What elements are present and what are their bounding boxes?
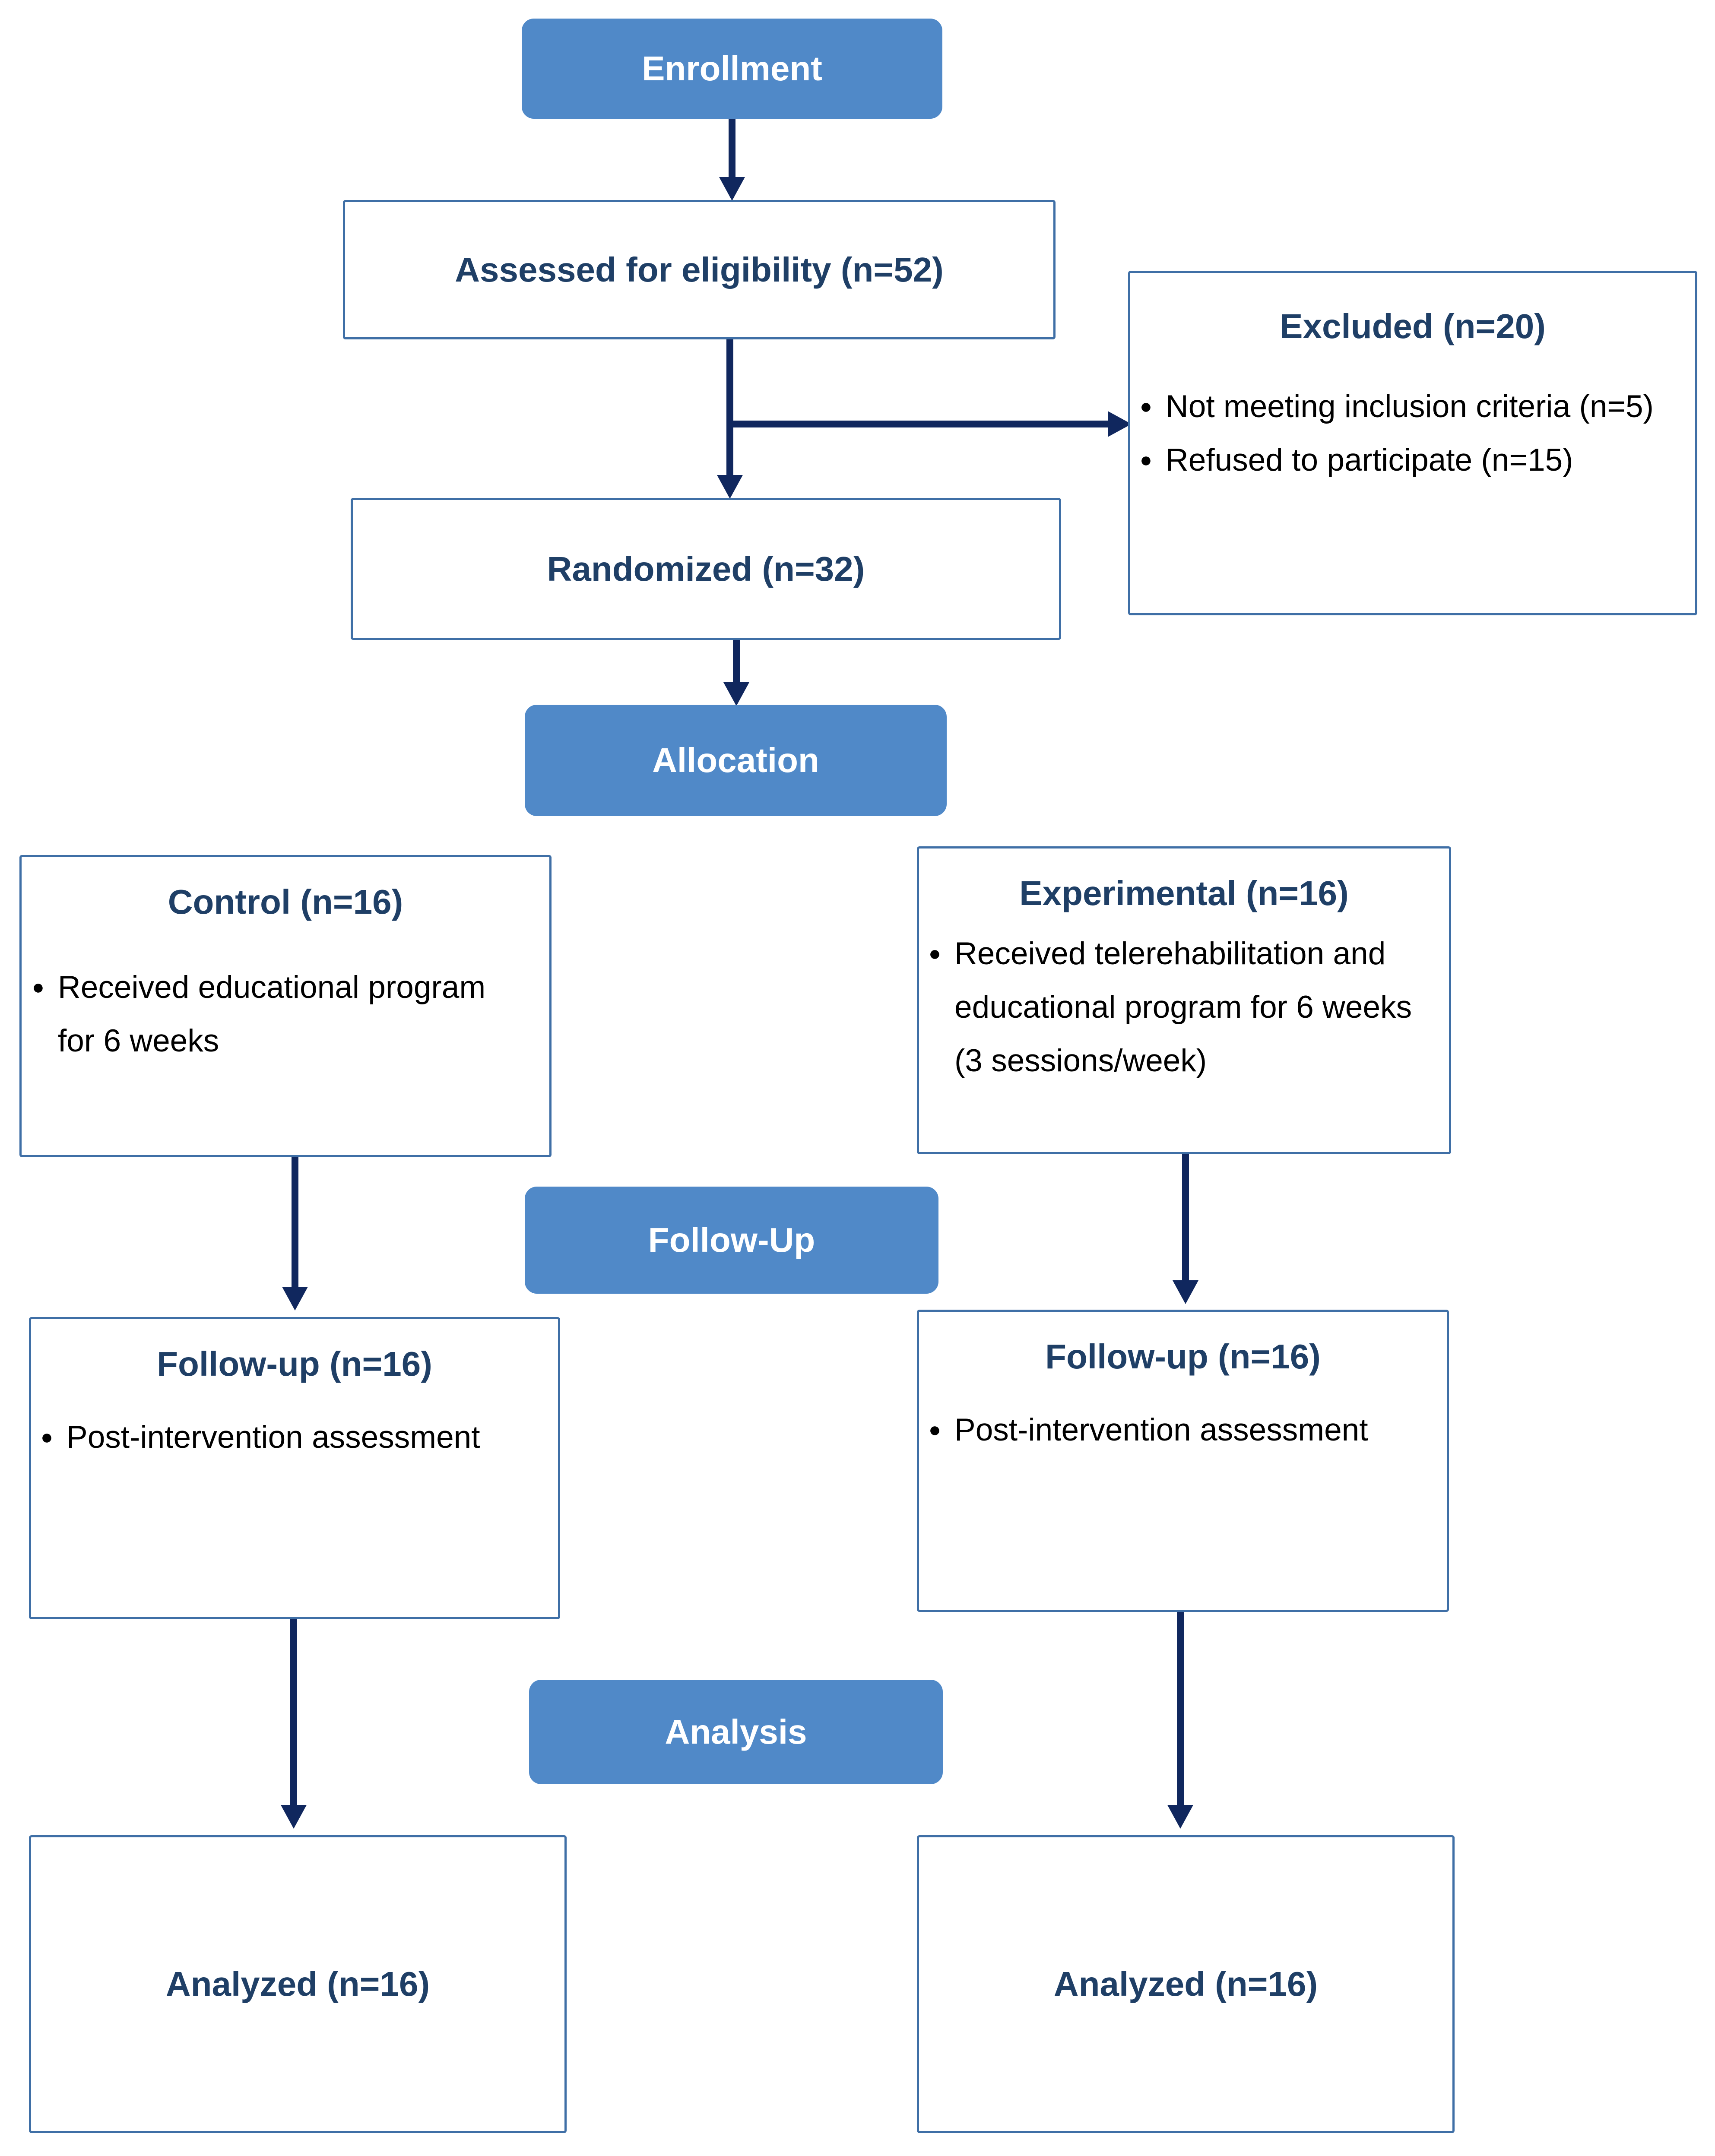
excluded-item: Not meeting inclusion criteria (n=5) xyxy=(1132,380,1695,434)
arrowhead xyxy=(723,682,749,706)
followup-experimental-item: Post-intervention assessment xyxy=(921,1403,1447,1457)
arrowhead xyxy=(1173,1280,1198,1304)
control-item-line: Received educational program xyxy=(58,970,486,1005)
excluded-item: Refused to participate (n=15) xyxy=(1132,434,1695,487)
randomized-title: Randomized (n=32) xyxy=(547,549,865,588)
arrowhead xyxy=(719,177,745,201)
excluded-title: Excluded (n=20) xyxy=(1280,307,1546,345)
control-title: Control (n=16) xyxy=(168,883,403,921)
followup-control-title: Follow-up (n=16) xyxy=(157,1345,432,1383)
experimental-box: Experimental (n=16) Received telerehabil… xyxy=(917,846,1451,1154)
experimental-item-line: educational program for 6 weeks xyxy=(954,990,1412,1025)
stage-follow-up-label: Follow-Up xyxy=(648,1221,815,1259)
experimental-item: Received telerehabilitation and educatio… xyxy=(921,927,1449,1088)
stage-allocation-label: Allocation xyxy=(652,741,819,779)
excluded-list: Not meeting inclusion criteria (n=5) Ref… xyxy=(1132,380,1695,487)
assessed-box: Assessed for eligibility (n=52) xyxy=(343,200,1056,339)
stage-allocation: Allocation xyxy=(525,705,947,816)
analyzed-control-box: Analyzed (n=16) xyxy=(29,1835,567,2133)
stage-enrollment-label: Enrollment xyxy=(642,49,822,88)
randomized-box: Randomized (n=32) xyxy=(351,498,1061,640)
arrowhead xyxy=(1108,411,1132,437)
arrowhead xyxy=(717,475,743,499)
followup-control-item: Post-intervention assessment xyxy=(33,1411,558,1464)
stage-follow-up: Follow-Up xyxy=(525,1187,938,1294)
stage-analysis-label: Analysis xyxy=(665,1713,807,1751)
followup-experimental-title: Follow-up (n=16) xyxy=(1045,1337,1321,1376)
followup-control-box: Follow-up (n=16) Post-intervention asses… xyxy=(29,1317,560,1619)
arrowhead xyxy=(281,1805,307,1829)
control-box: Control (n=16) Received educational prog… xyxy=(19,855,552,1157)
experimental-list: Received telerehabilitation and educatio… xyxy=(921,927,1449,1088)
control-list: Received educational program for 6 weeks xyxy=(24,961,549,1068)
control-item-line: for 6 weeks xyxy=(58,1023,219,1058)
assessed-title: Assessed for eligibility (n=52) xyxy=(455,250,944,289)
experimental-title: Experimental (n=16) xyxy=(1019,874,1349,912)
followup-experimental-list: Post-intervention assessment xyxy=(921,1403,1447,1457)
analyzed-experimental-title: Analyzed (n=16) xyxy=(1053,1965,1318,2003)
stage-enrollment: Enrollment xyxy=(522,19,942,119)
experimental-item-line: (3 sessions/week) xyxy=(954,1043,1207,1078)
arrowhead xyxy=(282,1287,308,1311)
followup-control-list: Post-intervention assessment xyxy=(33,1411,558,1464)
followup-experimental-box: Follow-up (n=16) Post-intervention asses… xyxy=(917,1310,1449,1612)
stage-analysis: Analysis xyxy=(529,1680,943,1784)
analyzed-control-title: Analyzed (n=16) xyxy=(165,1965,430,2003)
analyzed-experimental-box: Analyzed (n=16) xyxy=(917,1835,1455,2133)
excluded-box: Excluded (n=20) Not meeting inclusion cr… xyxy=(1128,271,1697,615)
control-item: Received educational program for 6 weeks xyxy=(24,961,549,1068)
experimental-item-line: Received telerehabilitation and xyxy=(954,936,1386,971)
arrowhead xyxy=(1167,1805,1193,1829)
